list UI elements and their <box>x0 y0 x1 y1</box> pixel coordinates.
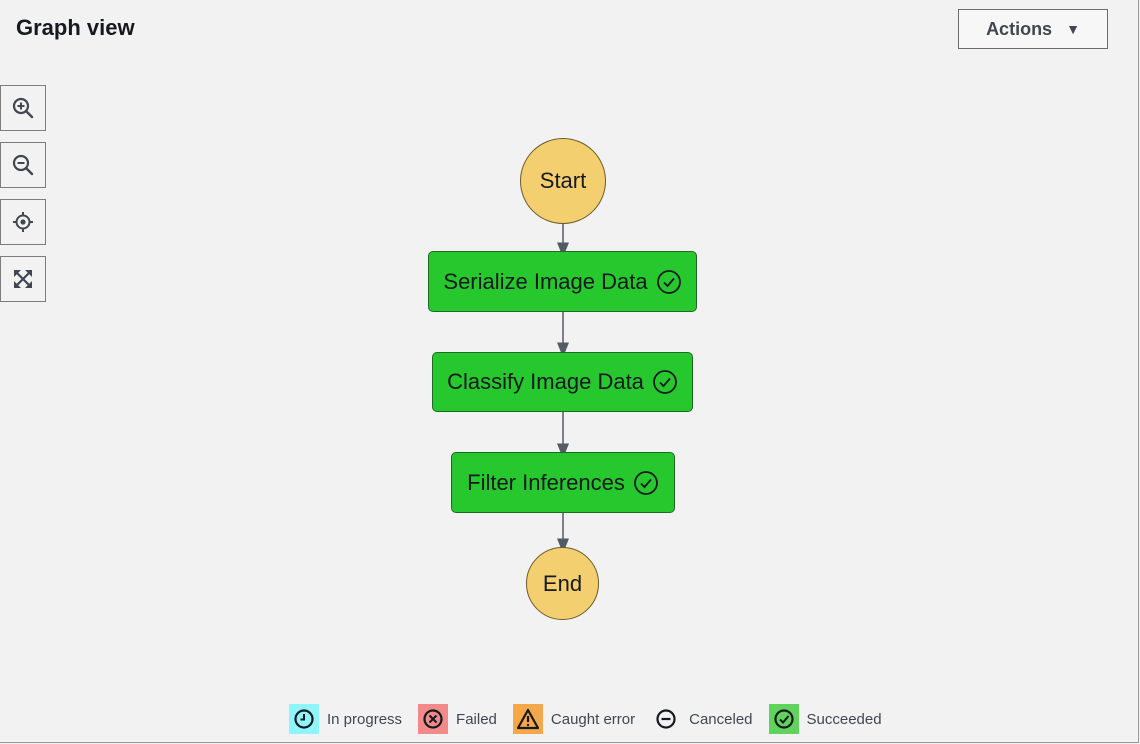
legend-label: In progress <box>327 710 403 728</box>
state-label: Serialize Image Data <box>443 268 648 294</box>
zoom-out-icon <box>12 154 34 176</box>
legend-item-caught-error: Caught error <box>512 704 636 734</box>
legend-item-failed: Failed <box>418 704 497 734</box>
check-circle-icon <box>633 470 658 495</box>
legend-label: Caught error <box>550 710 636 728</box>
minus-circle-icon <box>651 704 681 734</box>
caret-down-icon: ▼ <box>1066 21 1080 37</box>
actions-button[interactable]: Actions ▼ <box>958 9 1108 49</box>
state-label: Classify Image Data <box>447 369 644 394</box>
state-node-serialize[interactable]: Serialize Image Data <box>428 251 697 312</box>
fullscreen-icon <box>14 270 32 288</box>
end-label: End <box>542 570 583 596</box>
status-legend: In progress Failed Caught error <box>289 704 898 734</box>
state-label: Filter Inferences <box>467 469 625 495</box>
legend-label: Failed <box>456 710 497 728</box>
zoom-out-button[interactable] <box>0 142 46 188</box>
state-node-filter[interactable]: Filter Inferences <box>451 452 675 513</box>
start-label: Start <box>539 168 587 193</box>
center-icon <box>13 212 33 232</box>
center-button[interactable] <box>0 199 46 245</box>
check-circle-icon <box>653 370 677 394</box>
warning-icon <box>512 704 543 734</box>
x-circle-icon <box>418 704 449 734</box>
end-node[interactable]: End <box>526 547 599 620</box>
legend-label: Canceled <box>689 710 753 728</box>
start-node[interactable]: Start <box>520 138 606 224</box>
zoom-in-button[interactable] <box>0 85 46 131</box>
page-title: Graph view <box>16 15 135 40</box>
state-node-classify[interactable]: Classify Image Data <box>432 352 693 412</box>
legend-item-canceled: Canceled <box>651 704 753 734</box>
fullscreen-button[interactable] <box>0 256 46 302</box>
check-circle-icon <box>768 704 799 734</box>
check-circle-icon <box>656 269 681 294</box>
legend-label: Succeeded <box>806 710 882 728</box>
legend-item-succeeded: Succeeded <box>768 704 882 734</box>
clock-icon <box>289 704 319 734</box>
zoom-in-icon <box>12 97 34 119</box>
legend-item-in-progress: In progress <box>289 704 402 734</box>
actions-label: Actions <box>986 18 1053 39</box>
